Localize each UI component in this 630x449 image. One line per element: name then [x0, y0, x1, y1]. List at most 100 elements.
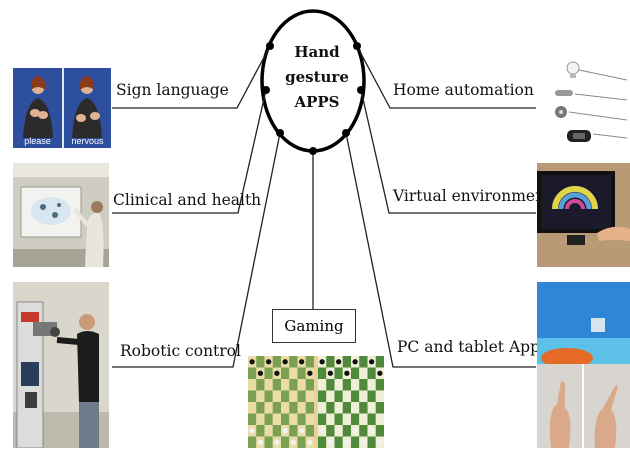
- chess-square: [342, 379, 351, 391]
- chess-piece: [352, 428, 358, 434]
- chess-square: [359, 402, 368, 414]
- chess-square: [318, 390, 327, 402]
- chess-square: [297, 436, 306, 448]
- chess-square: [264, 413, 273, 425]
- chess-square: [248, 390, 257, 402]
- chess-square: [351, 402, 360, 414]
- label-sign-language: Sign language: [116, 81, 229, 99]
- clinical-photo: [13, 163, 109, 267]
- chess-square: [281, 390, 290, 402]
- connector-home: [356, 45, 536, 109]
- chess-square: [367, 413, 376, 425]
- hub-line-2: gesture: [285, 68, 349, 86]
- chess-square: [359, 425, 368, 437]
- chess-piece: [368, 359, 375, 365]
- chess-square: [256, 413, 265, 425]
- chess-square: [281, 413, 290, 425]
- label-pc-tablet: PC and tablet App: [397, 338, 541, 356]
- chess-piece: [274, 370, 280, 376]
- label-clinical: Clinical and health: [113, 191, 262, 209]
- chess-square: [351, 367, 360, 379]
- chess-square: [289, 402, 298, 414]
- chess-square: [334, 390, 343, 402]
- chess-square: [342, 425, 351, 437]
- chess-piece: [249, 359, 255, 365]
- connector-sign-language: [112, 45, 271, 109]
- chess-game-photo: [248, 356, 384, 448]
- chess-square: [272, 402, 281, 414]
- chess-square: [264, 379, 273, 391]
- chess-square: [334, 425, 343, 437]
- chess-square: [256, 379, 265, 391]
- chess-square: [367, 379, 376, 391]
- chess-square: [272, 413, 281, 425]
- chess-square: [264, 390, 273, 402]
- chess-square: [256, 356, 265, 368]
- chess-square: [248, 379, 257, 391]
- node-dot: [309, 147, 317, 155]
- connector-virtual: [360, 89, 536, 214]
- chess-piece: [344, 370, 350, 376]
- chess-square: [367, 436, 376, 448]
- label-home-automation: Home automation: [393, 81, 534, 99]
- chess-square: [351, 379, 360, 391]
- chess-square: [281, 367, 290, 379]
- node-dot: [262, 86, 270, 94]
- chess-square: [272, 425, 281, 437]
- chess-square: [375, 390, 384, 402]
- chess-square: [351, 413, 360, 425]
- chess-square: [351, 436, 360, 448]
- chess-square: [297, 367, 306, 379]
- chess-square: [289, 390, 298, 402]
- chess-piece: [335, 359, 342, 365]
- chess-square: [318, 413, 327, 425]
- node-dot: [266, 42, 274, 50]
- chess-square: [334, 436, 343, 448]
- connector-robotic: [112, 132, 281, 368]
- chess-piece: [327, 370, 334, 376]
- connector-clinical: [112, 89, 267, 214]
- chess-piece: [282, 359, 288, 365]
- chess-square: [297, 413, 306, 425]
- chess-square: [359, 379, 368, 391]
- chess-square: [281, 436, 290, 448]
- home-devices-photo: [537, 54, 630, 150]
- chess-square: [342, 390, 351, 402]
- chess-piece: [368, 428, 375, 434]
- label-virtual-environment: Virtual environment: [393, 187, 552, 205]
- chess-square: [334, 402, 343, 414]
- chess-square: [318, 379, 327, 391]
- chess-piece: [307, 370, 313, 376]
- node-dot: [357, 86, 365, 94]
- hub-line-1: Hand: [294, 43, 340, 61]
- chess-square: [256, 425, 265, 437]
- chess-piece: [307, 439, 313, 445]
- chess-square: [375, 425, 384, 437]
- chess-square: [264, 402, 273, 414]
- chess-square: [305, 379, 314, 391]
- chess-square: [305, 425, 314, 437]
- caption-please: please: [24, 136, 51, 146]
- chess-square: [281, 402, 290, 414]
- chess-square: [305, 402, 314, 414]
- chess-square: [326, 379, 335, 391]
- chess-square: [326, 402, 335, 414]
- chess-square: [367, 390, 376, 402]
- chess-piece: [319, 428, 325, 434]
- chess-square: [289, 379, 298, 391]
- chess-square: [318, 367, 327, 379]
- chess-piece: [360, 439, 367, 445]
- chess-piece: [257, 370, 264, 376]
- chess-square: [375, 379, 384, 391]
- chess-square: [367, 402, 376, 414]
- node-dot: [353, 42, 361, 50]
- chess-piece: [298, 428, 305, 434]
- node-dot: [276, 129, 284, 137]
- chess-square: [272, 379, 281, 391]
- chess-piece: [377, 370, 383, 376]
- chess-square: [264, 436, 273, 448]
- virtual-environment-photo: [537, 163, 630, 267]
- connector-pc: [345, 132, 536, 368]
- chess-square: [289, 413, 298, 425]
